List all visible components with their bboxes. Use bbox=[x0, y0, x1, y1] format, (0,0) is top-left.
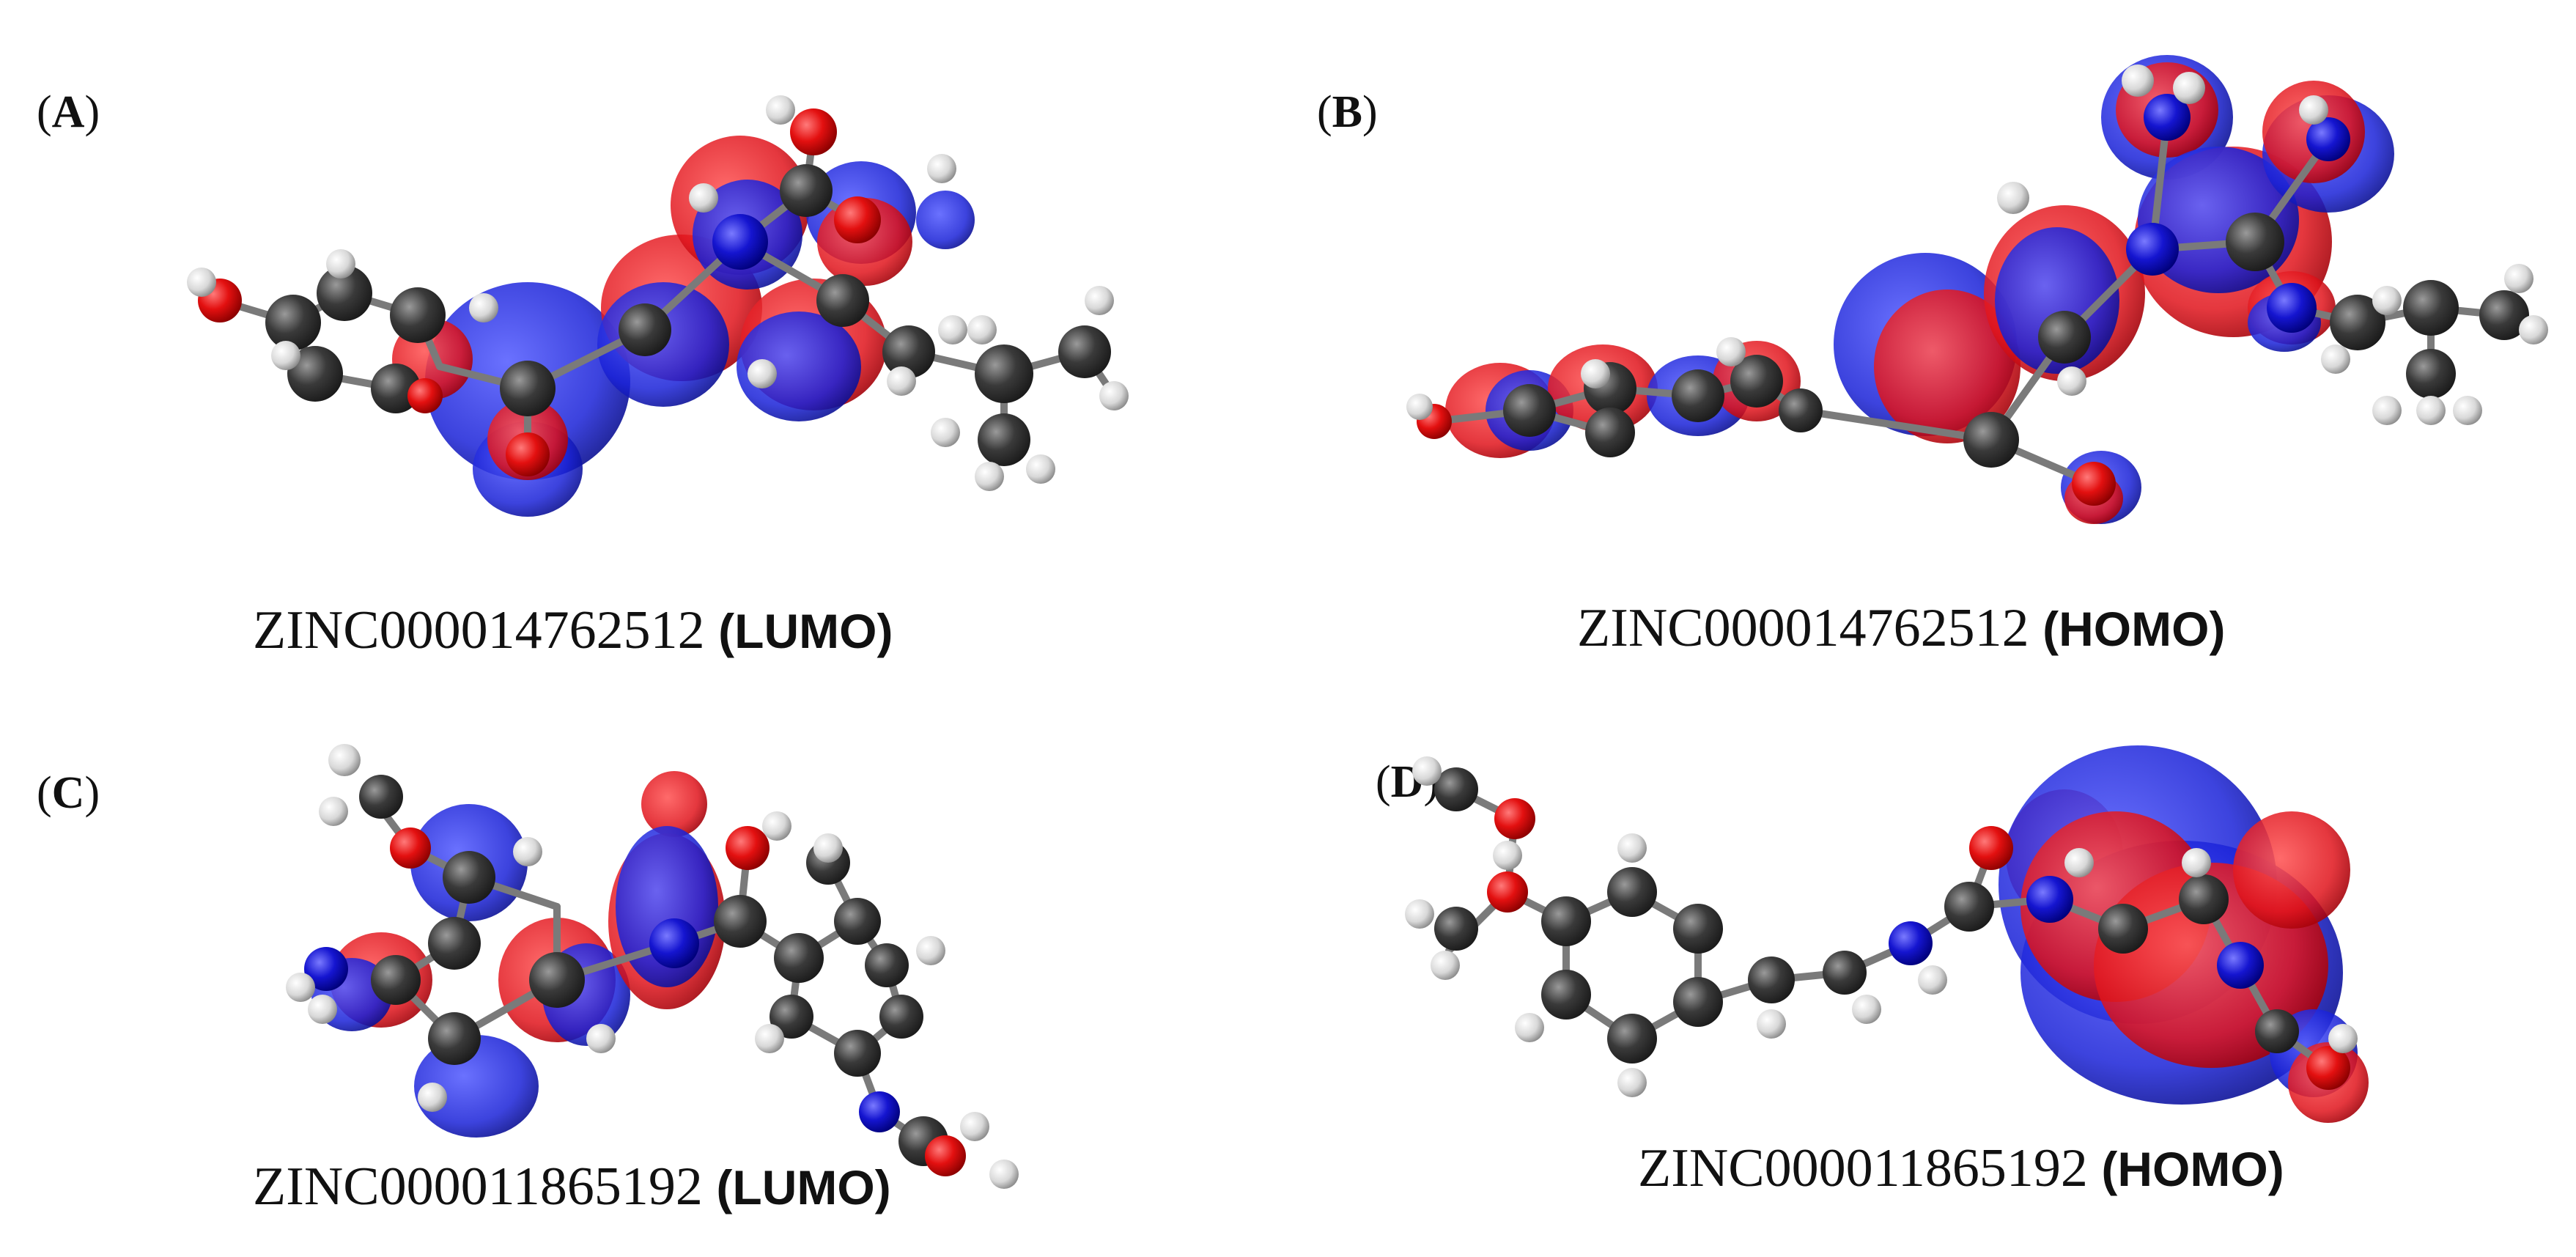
panel-a: (A) bbox=[0, 0, 1288, 660]
panel-c: (C) bbox=[0, 628, 1288, 1256]
caption-b: ZINC000014762512 (HOMO) bbox=[1577, 598, 2226, 658]
atoms bbox=[286, 744, 1019, 1189]
molecule-d-homo bbox=[1405, 745, 2369, 1123]
caption-d: ZINC000011865192 (HOMO) bbox=[1638, 1138, 2284, 1198]
panel-b: (B) bbox=[1288, 0, 2575, 658]
panel-label-a: (A) bbox=[37, 87, 100, 137]
atoms bbox=[1405, 756, 2358, 1097]
atoms bbox=[187, 95, 1129, 491]
panel-d: (D) bbox=[1288, 628, 2575, 1256]
molecule-a-lumo bbox=[187, 95, 1129, 517]
caption-a: ZINC000014762512 (LUMO) bbox=[253, 600, 893, 660]
orbital-lobes bbox=[392, 136, 975, 517]
molecule-c-lumo bbox=[286, 744, 1019, 1189]
molecule-b-homo bbox=[1406, 55, 2548, 524]
panel-label-c: (C) bbox=[37, 768, 100, 818]
atoms bbox=[1406, 64, 2548, 506]
panel-label-b: (B) bbox=[1317, 87, 1378, 137]
orbital-lobes bbox=[1445, 55, 2394, 524]
caption-c: ZINC000011865192 (LUMO) bbox=[253, 1157, 891, 1217]
